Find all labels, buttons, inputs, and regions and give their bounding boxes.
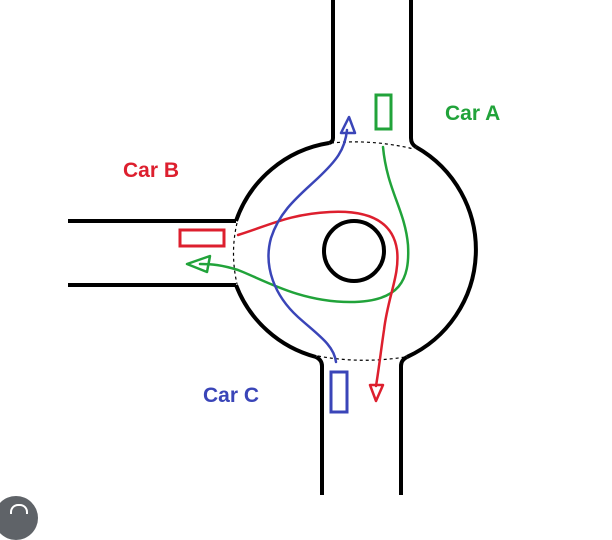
road-outlines (68, 0, 478, 495)
roundabout-outer-arc-s-w (234, 284, 317, 359)
lens-glyph-icon (10, 504, 28, 514)
car-b-path (236, 210, 399, 388)
car-c-arrowhead (339, 115, 357, 135)
car-c-marker (329, 370, 349, 414)
entry-lines (232, 141, 415, 361)
car-a-label: Car A (445, 102, 500, 125)
car-c-label: Car C (203, 384, 259, 407)
car-a-marker (374, 93, 393, 131)
roundabout-diagram: Car A Car B Car C (68, 0, 500, 495)
south-road-right-edge (399, 355, 408, 495)
roundabout-central-island (322, 219, 386, 283)
west-entry-dashed-line (232, 222, 238, 285)
image-search-badge-icon[interactable] (0, 496, 38, 540)
car-b-label: Car B (123, 159, 179, 182)
north-entry-dashed-line (330, 141, 415, 150)
south-entry-dashed-line (317, 355, 406, 361)
car-a-path (198, 145, 410, 304)
car-a-arrowhead (185, 254, 212, 274)
car-c-path (267, 128, 349, 364)
north-road-right-edge (409, 0, 418, 149)
south-road-left-edge (315, 355, 324, 495)
car-b-marker (178, 228, 226, 248)
car-b-arrowhead (368, 383, 385, 403)
roundabout-outer-arc-w-n (234, 141, 330, 222)
roundabout-outer-arc-ne-s (406, 145, 478, 359)
north-road-left-edge (328, 0, 335, 145)
